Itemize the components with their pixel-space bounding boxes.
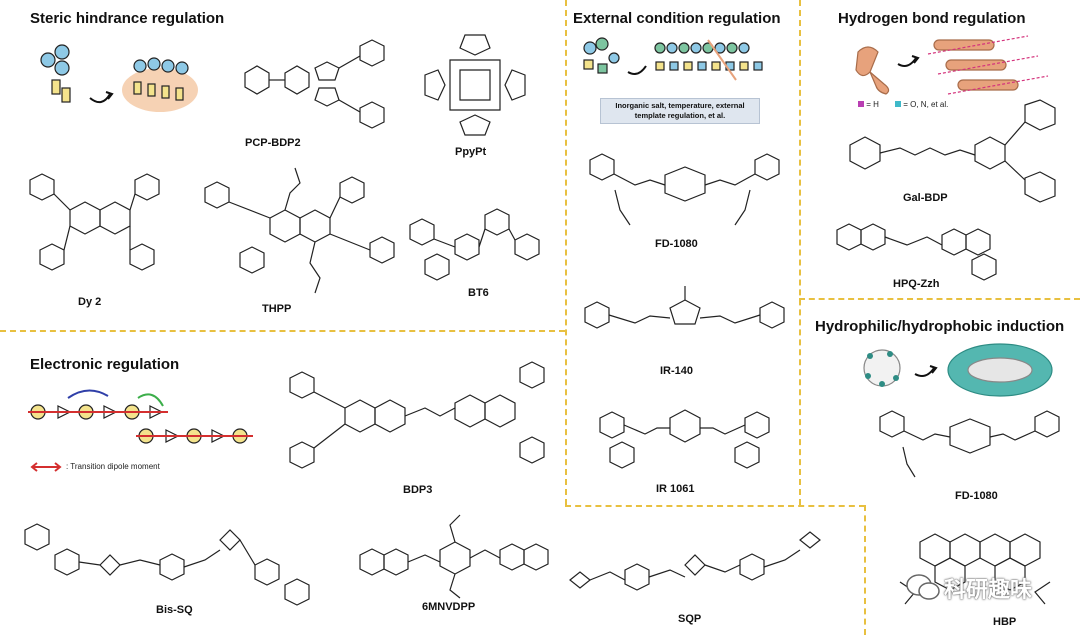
divider-bottom-right bbox=[864, 505, 866, 635]
legend-h: = H bbox=[858, 100, 879, 109]
external-condition-note: Inorganic salt, temperature, external te… bbox=[600, 98, 760, 124]
label-gal-bdp: Gal-BDP bbox=[903, 192, 948, 204]
legend-h-swatch bbox=[858, 101, 864, 107]
structure-sqp bbox=[569, 531, 821, 591]
divider-right-middle bbox=[799, 298, 1080, 300]
wechat-logo-icon bbox=[906, 574, 940, 600]
label-ir1061: IR 1061 bbox=[656, 483, 695, 495]
structure-bdp3 bbox=[289, 361, 545, 469]
section-title-hydrophilic: Hydrophilic/hydrophobic induction bbox=[815, 318, 1065, 335]
section-title-electronic: Electronic regulation bbox=[30, 356, 180, 373]
structure-6mnvdpp bbox=[359, 514, 549, 599]
structure-ppypt bbox=[424, 34, 526, 136]
structure-fd1080-a bbox=[589, 153, 780, 226]
hydrophilic-schematic bbox=[863, 343, 1053, 397]
structure-ir140 bbox=[584, 286, 785, 329]
label-bis-sq: Bis-SQ bbox=[156, 604, 193, 616]
section-title-hbond: Hydrogen bond regulation bbox=[838, 10, 1026, 27]
label-dy2: Dy 2 bbox=[78, 296, 102, 308]
structure-thpp bbox=[204, 167, 395, 294]
label-hbp: HBP bbox=[993, 616, 1017, 628]
divider-external-left bbox=[565, 0, 567, 505]
structure-dy2 bbox=[29, 173, 160, 271]
structure-hbp bbox=[899, 533, 1051, 605]
label-sqp: SQP bbox=[678, 613, 702, 625]
external-schematic bbox=[583, 37, 763, 81]
label-bdp3: BDP3 bbox=[403, 484, 433, 496]
label-hpq-zzh: HPQ-Zzh bbox=[893, 278, 940, 290]
section-title-steric: Steric hindrance regulation bbox=[30, 10, 225, 27]
divider-bottom-center bbox=[565, 505, 865, 507]
label-ppypt: PpyPt bbox=[455, 146, 487, 158]
label-fd1080-a: FD-1080 bbox=[655, 238, 698, 250]
structure-bt6 bbox=[409, 208, 540, 281]
structure-pcp-bdp2 bbox=[244, 39, 385, 129]
structure-hpq-zzh bbox=[836, 223, 997, 281]
section-title-external: External condition regulation bbox=[573, 10, 781, 27]
legend-ono: = O, N, et al. bbox=[895, 100, 948, 109]
label-thpp: THPP bbox=[262, 303, 292, 315]
label-6mnvdpp: 6MNVDPP bbox=[422, 601, 476, 613]
dipole-arrow-icon bbox=[30, 462, 62, 472]
label-ir140: IR-140 bbox=[660, 365, 694, 377]
legend-ono-text: = O, N, et al. bbox=[903, 100, 949, 109]
electronic-schematic bbox=[28, 389, 253, 444]
steric-schematic bbox=[40, 44, 198, 112]
structure-bis-sq bbox=[24, 523, 310, 606]
structure-ir1061 bbox=[599, 409, 770, 469]
divider-left-middle bbox=[0, 330, 565, 332]
structure-fd1080-b bbox=[879, 410, 1060, 478]
label-fd1080-b: FD-1080 bbox=[955, 490, 998, 502]
structure-gal-bdp bbox=[849, 99, 1056, 203]
legend-h-text: = H bbox=[866, 100, 879, 109]
hbond-schematic bbox=[855, 35, 1049, 95]
watermark-text: 科研趣味 bbox=[944, 577, 1033, 602]
legend-ono-swatch bbox=[895, 101, 901, 107]
label-pcp-bdp2: PCP-BDP2 bbox=[245, 137, 301, 149]
transition-dipole-label: : Transition dipole moment bbox=[66, 462, 160, 471]
divider-external-right bbox=[799, 0, 801, 505]
label-bt6: BT6 bbox=[468, 287, 489, 299]
